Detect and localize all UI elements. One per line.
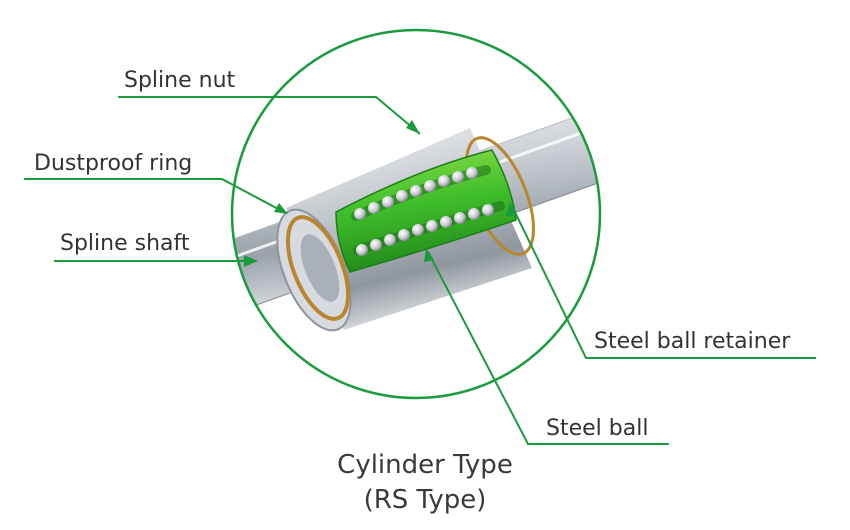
label-spline-shaft: Spline shaft	[60, 231, 190, 256]
leader-dustproof-ring	[24, 178, 283, 212]
label-steel-ball: Steel ball	[546, 416, 649, 441]
arrow-spline-shaft	[244, 255, 258, 267]
dustproof-ring-shape	[285, 215, 351, 321]
arrow-steel-ball-retainer	[506, 202, 516, 216]
arrow-steel-ball	[424, 248, 434, 262]
caption-type: Cylinder Type	[337, 450, 513, 480]
label-dustproof-ring: Dustproof ring	[34, 151, 193, 176]
arrow-spline-nut	[406, 120, 420, 134]
label-spline-nut: Spline nut	[124, 68, 236, 93]
leader-steel-ball-retainer	[511, 205, 816, 359]
detail-circle-outline	[230, 28, 602, 400]
steel-balls	[354, 167, 494, 256]
label-steel-ball-retainer: Steel ball retainer	[594, 329, 791, 354]
leader-steel-ball	[427, 251, 669, 445]
arrow-dustproof-ring	[274, 203, 288, 214]
caption-subtype: (RS Type)	[363, 485, 487, 515]
leader-spline-nut	[118, 96, 421, 135]
